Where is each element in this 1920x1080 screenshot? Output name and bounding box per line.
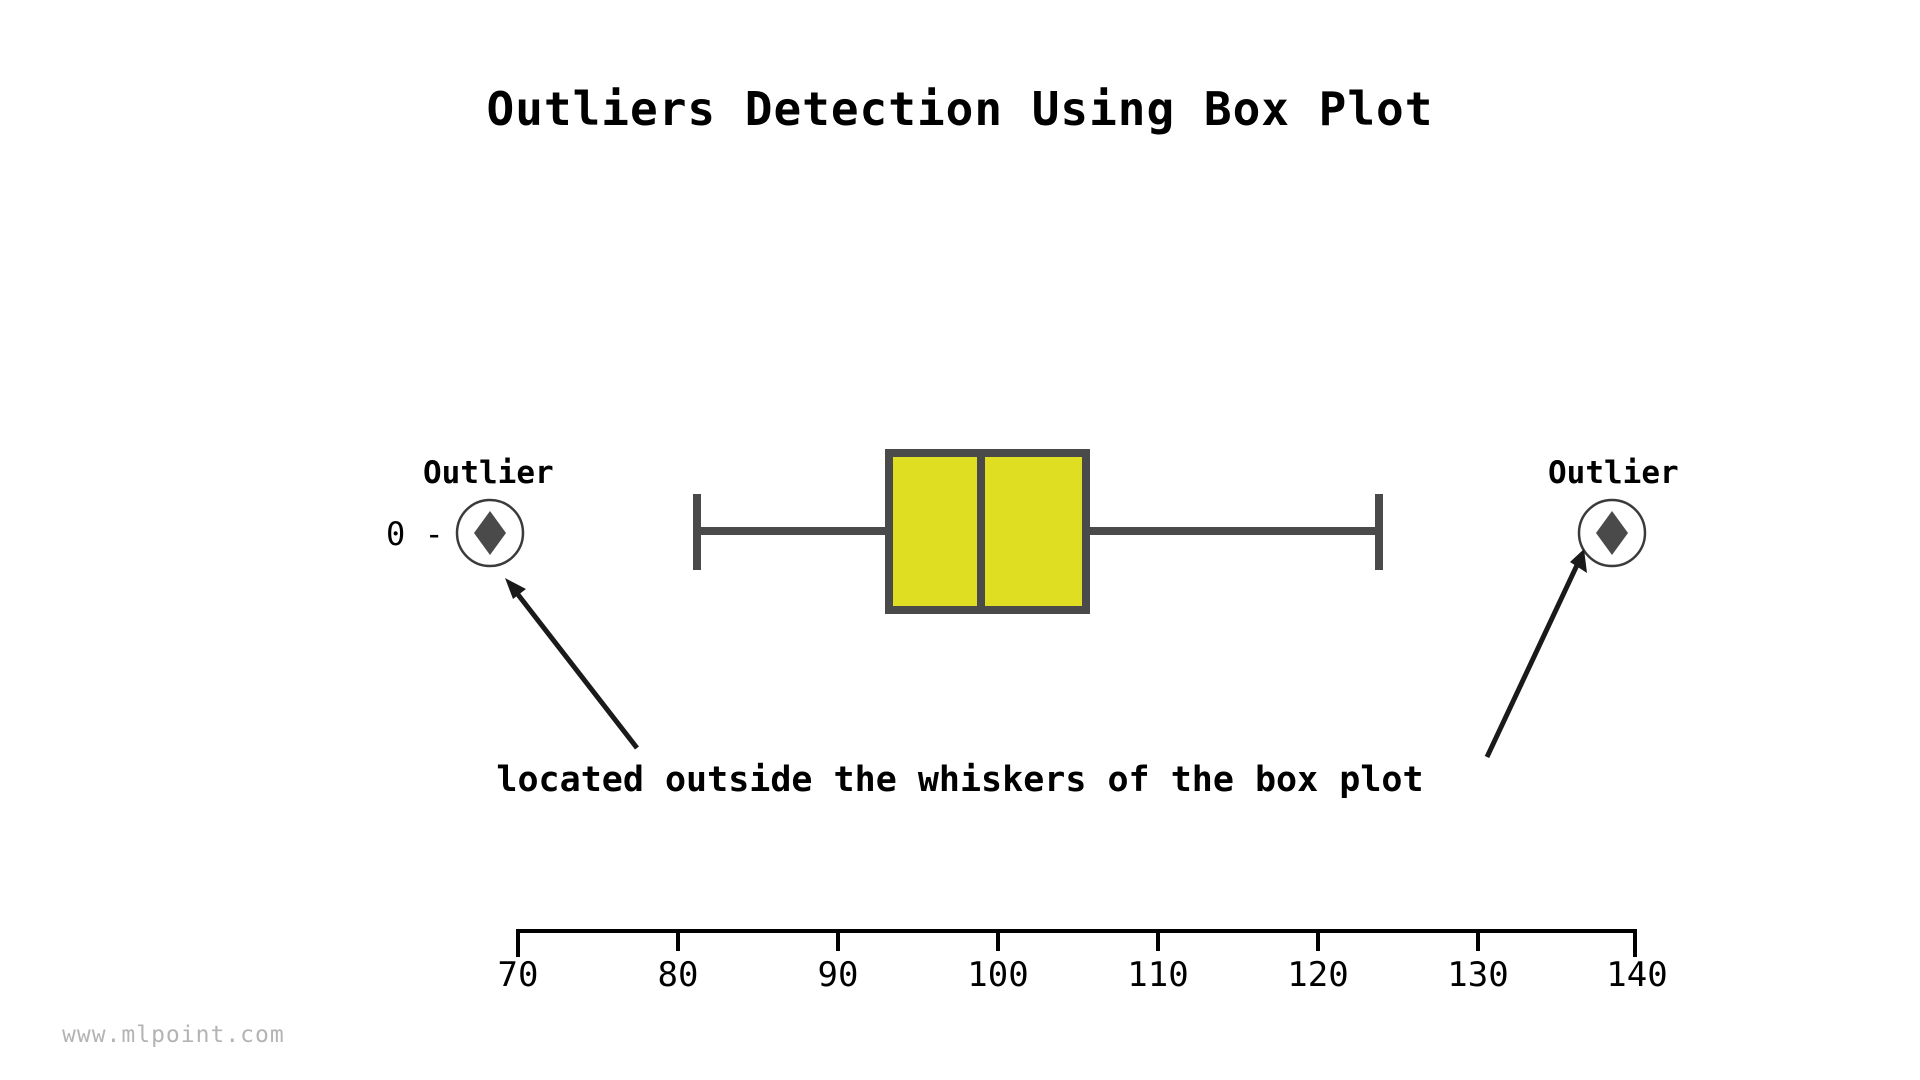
- x-tick-label-100: 100: [967, 955, 1029, 995]
- chart-title: Outliers Detection Using Box Plot: [486, 82, 1434, 136]
- watermark: www.mlpoint.com: [62, 1022, 285, 1048]
- outlier-label-left: Outlier: [423, 455, 554, 491]
- annotation-arrow-right: [1484, 549, 1587, 759]
- x-tick-label-140: 140: [1606, 955, 1668, 995]
- x-tick-label-90: 90: [817, 955, 859, 995]
- y-axis-tick-label-0: 0 -: [386, 515, 444, 553]
- annotation-arrow-left: [505, 578, 639, 750]
- x-tick-label-80: 80: [657, 955, 699, 995]
- outlier-highlight-circle-right: [1577, 498, 1647, 568]
- outlier-label-right: Outlier: [1548, 455, 1679, 491]
- x-axis: [516, 929, 1637, 957]
- x-tick-label-120: 120: [1287, 955, 1349, 995]
- outlier-marker-left: [474, 511, 506, 555]
- x-tick-label-70: 70: [497, 955, 539, 995]
- outlier-highlight-circle-left: [455, 498, 525, 568]
- box-iqr: [885, 449, 1090, 614]
- x-tick-label-130: 130: [1447, 955, 1509, 995]
- x-tick-label-110: 110: [1127, 955, 1189, 995]
- caption-text: located outside the whiskers of the box …: [496, 760, 1424, 800]
- outlier-marker-right: [1596, 511, 1628, 555]
